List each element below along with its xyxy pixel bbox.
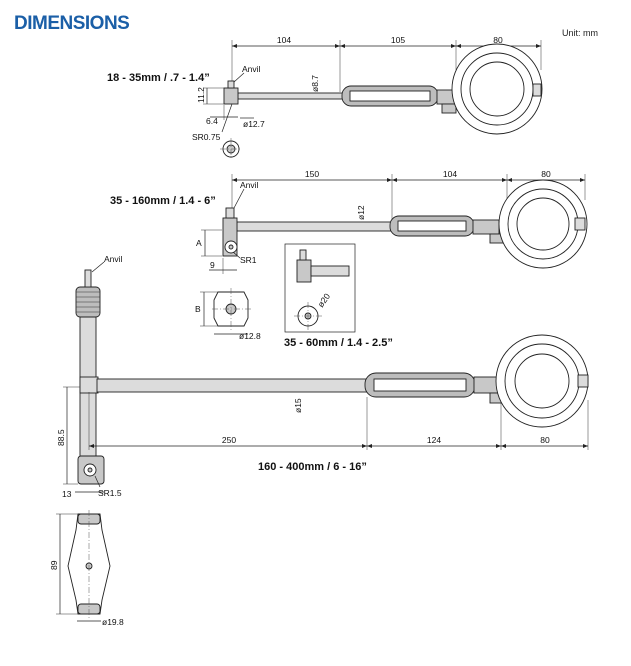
medium-dim-base-dia: ø12.8 (239, 331, 261, 341)
large-gauge: Anvil ø15 250 124 80 88.5 (49, 254, 589, 627)
medium-dim-head: 80 (541, 169, 551, 179)
small-dim-base-dia: ø12.7 (243, 119, 265, 129)
unit-label: Unit: mm (562, 28, 598, 38)
large-anvil-label: Anvil (104, 254, 123, 264)
large-dim-grip: 124 (427, 435, 441, 445)
medium-anvil-label: Anvil (240, 180, 259, 190)
large-dim-height: 88.5 (56, 429, 66, 446)
small-dim-shaft: 104 (277, 35, 291, 45)
large-dim-sr: SR1.5 (98, 488, 122, 498)
small-dim-grip: 105 (391, 35, 405, 45)
large-dim-head: 80 (540, 435, 550, 445)
small-anvil-label: Anvil (242, 64, 261, 74)
small-dim-sr: SR0.75 (192, 132, 221, 142)
large-dim-shaft: 250 (222, 435, 236, 445)
small-model-label: 18 - 35mm / .7 - 1.4” (107, 72, 210, 84)
small-dim-offset: 11.2 (196, 87, 206, 103)
large-model-label: 160 - 400mm / 6 - 16” (258, 461, 367, 473)
large-dim-thirteen: 13 (62, 489, 72, 499)
inset-gauge: ø20 35 - 60mm / 1.4 - 2.5” (284, 243, 393, 349)
small-dim-shaft-dia: ø8.7 (310, 75, 320, 92)
large-dim-handle-dia: ø19.8 (102, 617, 124, 627)
large-dim-handle-h: 89 (49, 560, 59, 570)
inset-model-label: 35 - 60mm / 1.4 - 2.5” (284, 337, 393, 349)
medium-model-label: 35 - 160mm / 1.4 - 6” (110, 195, 216, 207)
medium-dim-sr: SR1 (240, 255, 257, 265)
medium-dim-b: B (195, 304, 201, 314)
page-title: DIMENSIONS (14, 13, 130, 34)
medium-gauge: 150 104 80 ø12 Anvil A 9 SR1 (110, 169, 588, 341)
small-gauge: 104 105 80 ø8.7 Anvil 11.2 6.4 SR0.75 ø1… (107, 35, 543, 160)
medium-dim-nine: 9 (210, 260, 215, 270)
medium-dim-shaft: 150 (305, 169, 319, 179)
large-dim-shaft-dia: ø15 (293, 398, 303, 413)
medium-dim-grip: 104 (443, 169, 457, 179)
small-dim-anvil-len: 6.4 (206, 116, 218, 126)
medium-dim-shaft-dia: ø12 (356, 205, 366, 220)
small-dim-head: 80 (493, 35, 503, 45)
medium-dim-a: A (196, 238, 202, 248)
